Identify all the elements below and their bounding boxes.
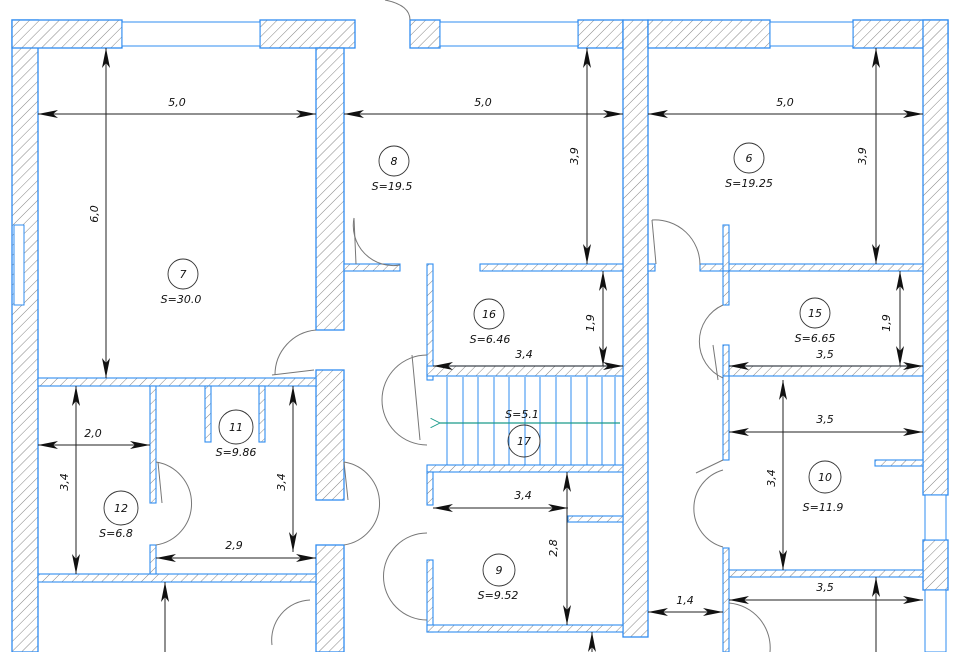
room-markers: 7S=30.0 8S=19.5 6S=19.25 16S=6.46 15S=6.… xyxy=(99,142,844,602)
room-8-marker: 8S=19.5 xyxy=(372,145,413,193)
room-area: S=6.46 xyxy=(470,333,511,346)
room-area: S=30.0 xyxy=(161,293,202,306)
room-number: 15 xyxy=(808,307,822,320)
dim-room12-height: 3,4 xyxy=(58,473,71,491)
room-15-marker: 15S=6.65 xyxy=(795,297,836,345)
room-number: 7 xyxy=(180,268,187,281)
room-16-marker: 16S=6.46 xyxy=(470,298,511,346)
dim-room6-height: 3,9 xyxy=(856,147,869,165)
room-number: 8 xyxy=(391,155,398,168)
dim-room11-width: 2,9 xyxy=(225,539,243,552)
room-area: S=9.52 xyxy=(478,589,519,602)
dim-room8-height: 3,9 xyxy=(568,147,581,165)
dim-lower-right-width: 3,5 xyxy=(816,581,834,594)
room-17-marker: 17 S=5.1 xyxy=(505,408,541,458)
room-number: 11 xyxy=(229,421,243,434)
room-number: 16 xyxy=(482,308,496,321)
dim-room7-width: 5,0 xyxy=(168,96,186,109)
dim-room15-width: 3,5 xyxy=(816,348,834,361)
dim-room10-height: 3,4 xyxy=(765,469,778,487)
room-6-marker: 6S=19.25 xyxy=(725,142,773,190)
room-number: 10 xyxy=(818,471,832,484)
room-11-marker: 11S=9.86 xyxy=(216,409,257,459)
room-area: S=9.86 xyxy=(216,446,257,459)
room-number: 6 xyxy=(746,152,753,165)
dim-room9-width: 3,4 xyxy=(514,489,532,502)
room-9-marker: 9S=9.52 xyxy=(478,553,519,602)
dim-room15-height: 1,9 xyxy=(880,314,893,332)
dim-room16-width: 3,4 xyxy=(515,348,533,361)
walls xyxy=(11,19,949,652)
room-area: S=5.1 xyxy=(505,408,539,421)
room-7-marker: 7S=30.0 xyxy=(161,258,202,306)
dim-room7-height: 6,0 xyxy=(88,205,101,223)
room-area: S=6.8 xyxy=(99,527,133,540)
room-number: 12 xyxy=(114,502,128,515)
dim-room10-width: 3,5 xyxy=(816,413,834,426)
dim-room16-height: 1,9 xyxy=(584,314,597,332)
staircase xyxy=(440,377,620,465)
room-number: 17 xyxy=(517,435,531,448)
dim-room6-width: 5,0 xyxy=(776,96,794,109)
room-12-marker: 12S=6.8 xyxy=(99,490,139,540)
dim-room8-width: 5,0 xyxy=(474,96,492,109)
dim-room9-height: 2,8 xyxy=(547,539,560,557)
room-area: S=6.65 xyxy=(795,332,836,345)
room-area: S=19.25 xyxy=(725,177,773,190)
dim-room11-height: 3,4 xyxy=(275,473,288,491)
dim-room12-width: 2,0 xyxy=(84,427,102,440)
dim-corridor-width: 1,4 xyxy=(676,594,694,607)
room-10-marker: 10S=11.9 xyxy=(803,460,844,514)
room-number: 9 xyxy=(496,564,503,577)
room-area: S=19.5 xyxy=(372,180,413,193)
room-area: S=11.9 xyxy=(803,501,844,514)
doors xyxy=(155,0,771,652)
dimension-lines xyxy=(38,48,923,652)
dimension-labels: 5,0 5,0 5,0 6,0 3,9 3,9 3,4 1,9 3,5 1,9 … xyxy=(58,96,893,607)
